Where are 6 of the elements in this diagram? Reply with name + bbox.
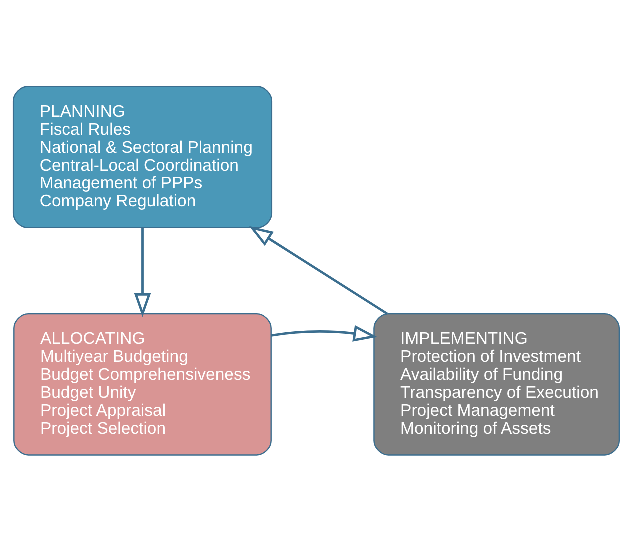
node-box: ALLOCATING Multiyear Budgeting Budget Comprehensiveness Budget Unity Project Appraisal Project Selection (14, 313, 272, 456)
node-box: IMPLEMENTING Protection of Investment Availability of Funding Transparency of Execution Project Management Monitoring of Assets (374, 313, 620, 456)
arrow (249, 226, 388, 315)
node-box: PLANNING Fiscal Rules National & Sectoral Planning Central-Local Coordination Management of PPPs Company Regulation (12, 86, 273, 229)
arrow (134, 228, 152, 318)
arrow (271, 325, 378, 342)
